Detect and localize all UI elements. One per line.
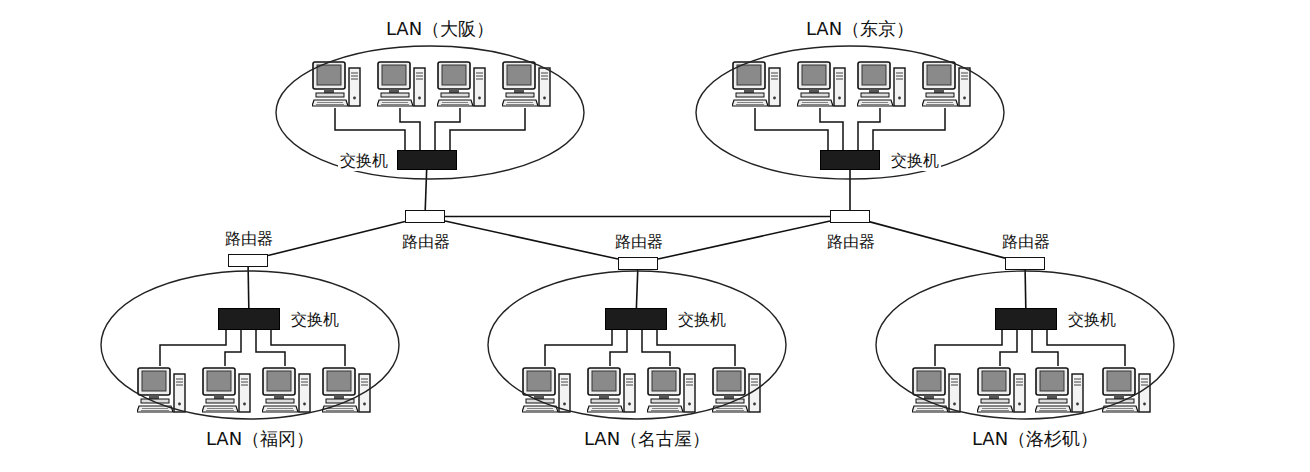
- router-box: 路由器: [1005, 257, 1045, 270]
- network-link: [870, 222, 1005, 258]
- network-link: [636, 270, 637, 308]
- router-box: 路由器: [405, 210, 445, 223]
- router-label: 路由器: [825, 232, 877, 252]
- network-link: [849, 170, 851, 210]
- lan-title: LAN（洛杉矶）: [970, 428, 1100, 450]
- switch-box: 交换机: [605, 308, 667, 330]
- lan-outline: [875, 270, 1175, 420]
- lan-ellipse: LAN（名古屋）交换机: [487, 270, 787, 420]
- lan-title: LAN（福冈）: [204, 428, 316, 450]
- network-link: [658, 221, 830, 259]
- network-link: [425, 170, 426, 210]
- router-box: 路由器: [830, 210, 870, 223]
- router-label: 路由器: [400, 232, 452, 252]
- router-label: 路由器: [1000, 232, 1052, 252]
- switch-box: 交换机: [995, 308, 1057, 330]
- network-link: [247, 267, 249, 308]
- switch-label: 交换机: [289, 310, 341, 330]
- switch-box: 交换机: [218, 308, 280, 330]
- lan-title: LAN（大阪）: [384, 18, 496, 40]
- switch-label: 交换机: [889, 151, 941, 171]
- switch-label: 交换机: [338, 151, 390, 171]
- lan-outline: [100, 270, 400, 420]
- switch-label: 交换机: [676, 310, 728, 330]
- lan-title: LAN（东京）: [804, 18, 916, 40]
- lan-ellipse: LAN（东京）交换机: [695, 45, 1005, 180]
- network-link: [445, 221, 618, 259]
- lan-outline: [487, 270, 787, 420]
- network-link: [268, 221, 405, 255]
- switch-box: 交换机: [820, 150, 880, 170]
- switch-label: 交换机: [1066, 310, 1118, 330]
- router-label: 路由器: [223, 229, 275, 249]
- lan-ellipse: LAN（大阪）交换机: [275, 45, 585, 180]
- switch-box: 交换机: [397, 150, 457, 170]
- lan-ellipse: LAN（洛杉矶）交换机: [875, 270, 1175, 420]
- network-link: [445, 216, 830, 218]
- router-label: 路由器: [613, 232, 665, 252]
- network-link: [1024, 270, 1026, 308]
- router-box: 路由器: [228, 254, 268, 267]
- lan-ellipse: LAN（福冈）交换机: [100, 270, 400, 420]
- lan-title: LAN（名古屋）: [582, 428, 712, 450]
- router-box: 路由器: [618, 257, 658, 270]
